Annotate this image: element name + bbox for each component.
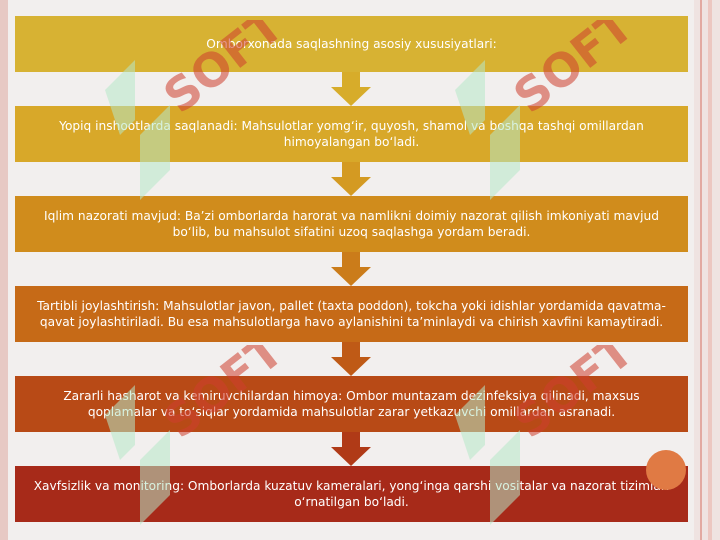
accent-circle [646, 450, 686, 490]
step-box-title: Omborxonada saqlashning asosiy xususiyat… [15, 16, 688, 72]
step-text: Omborxonada saqlashning asosiy xususiyat… [206, 37, 497, 51]
right-frame-border [694, 0, 720, 540]
step-text: Xavfsizlik va monitoring: Omborlarda kuz… [33, 479, 670, 509]
step-box-security-monitoring: Xavfsizlik va monitoring: Omborlarda kuz… [15, 466, 688, 522]
down-arrow-icon [331, 432, 371, 466]
frame-line [708, 0, 712, 540]
down-arrow-icon [331, 252, 371, 286]
step-box-pest-protection: Zararli hasharot va kemiruvchilardan him… [15, 376, 688, 432]
left-frame-border [0, 0, 8, 540]
step-text: Zararli hasharot va kemiruvchilardan him… [63, 389, 640, 419]
down-arrow-icon [331, 342, 371, 376]
down-arrow-icon [331, 72, 371, 106]
step-box-climate-control: Iqlim nazorati mavjud: Ba’zi omborlarda … [15, 196, 688, 252]
step-text: Iqlim nazorati mavjud: Ba’zi omborlarda … [44, 209, 659, 239]
frame-line [700, 0, 702, 540]
down-arrow-icon [331, 162, 371, 196]
step-text: Yopiq inshootlarda saqlanadi: Mahsulotla… [59, 119, 644, 149]
step-box-orderly-placement: Tartibli joylashtirish: Mahsulotlar javo… [15, 286, 688, 342]
step-box-closed-storage: Yopiq inshootlarda saqlanadi: Mahsulotla… [15, 106, 688, 162]
step-text: Tartibli joylashtirish: Mahsulotlar javo… [37, 299, 666, 329]
